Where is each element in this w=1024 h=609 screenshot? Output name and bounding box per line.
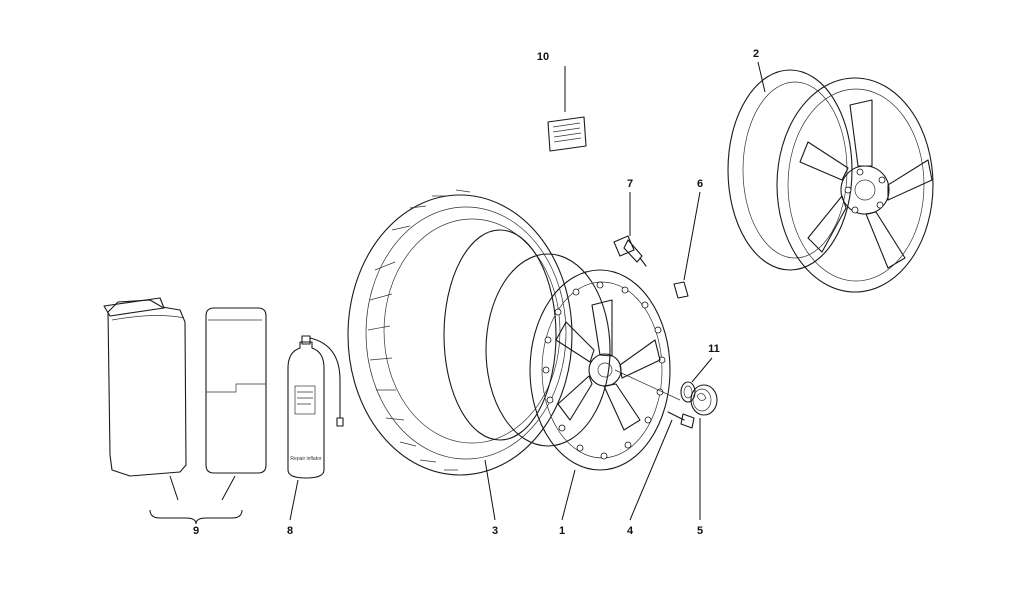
leader-lines	[149, 61, 766, 525]
repair-spray-can: Repair inflator	[287, 335, 344, 479]
callout-7: 7	[627, 178, 633, 190]
wheel-bolt	[667, 411, 695, 429]
alloy-wheel	[727, 69, 934, 293]
callout-10: 10	[537, 51, 549, 63]
callout-2: 2	[753, 48, 759, 60]
tyre-valve	[613, 235, 647, 267]
callout-8: 8	[287, 525, 293, 537]
callout-labels: 10 2 7 6 11 9 8 3 1 4 5	[193, 48, 759, 537]
callout-5: 5	[697, 525, 703, 537]
tool-bag	[103, 297, 187, 477]
callout-6: 6	[697, 178, 703, 190]
rim-assembly	[485, 253, 681, 471]
tyre-pressure-label	[547, 116, 587, 152]
foam-case	[205, 307, 267, 474]
hub-cap	[690, 384, 718, 416]
callout-3: 3	[492, 525, 498, 537]
callout-4: 4	[627, 525, 634, 537]
can-label: Repair inflator	[290, 456, 321, 462]
balance-weight	[673, 281, 689, 299]
callout-1: 1	[559, 525, 565, 537]
o-ring	[680, 381, 696, 403]
tyre	[347, 189, 573, 476]
callout-11: 11	[708, 343, 720, 355]
callout-9: 9	[193, 525, 199, 537]
